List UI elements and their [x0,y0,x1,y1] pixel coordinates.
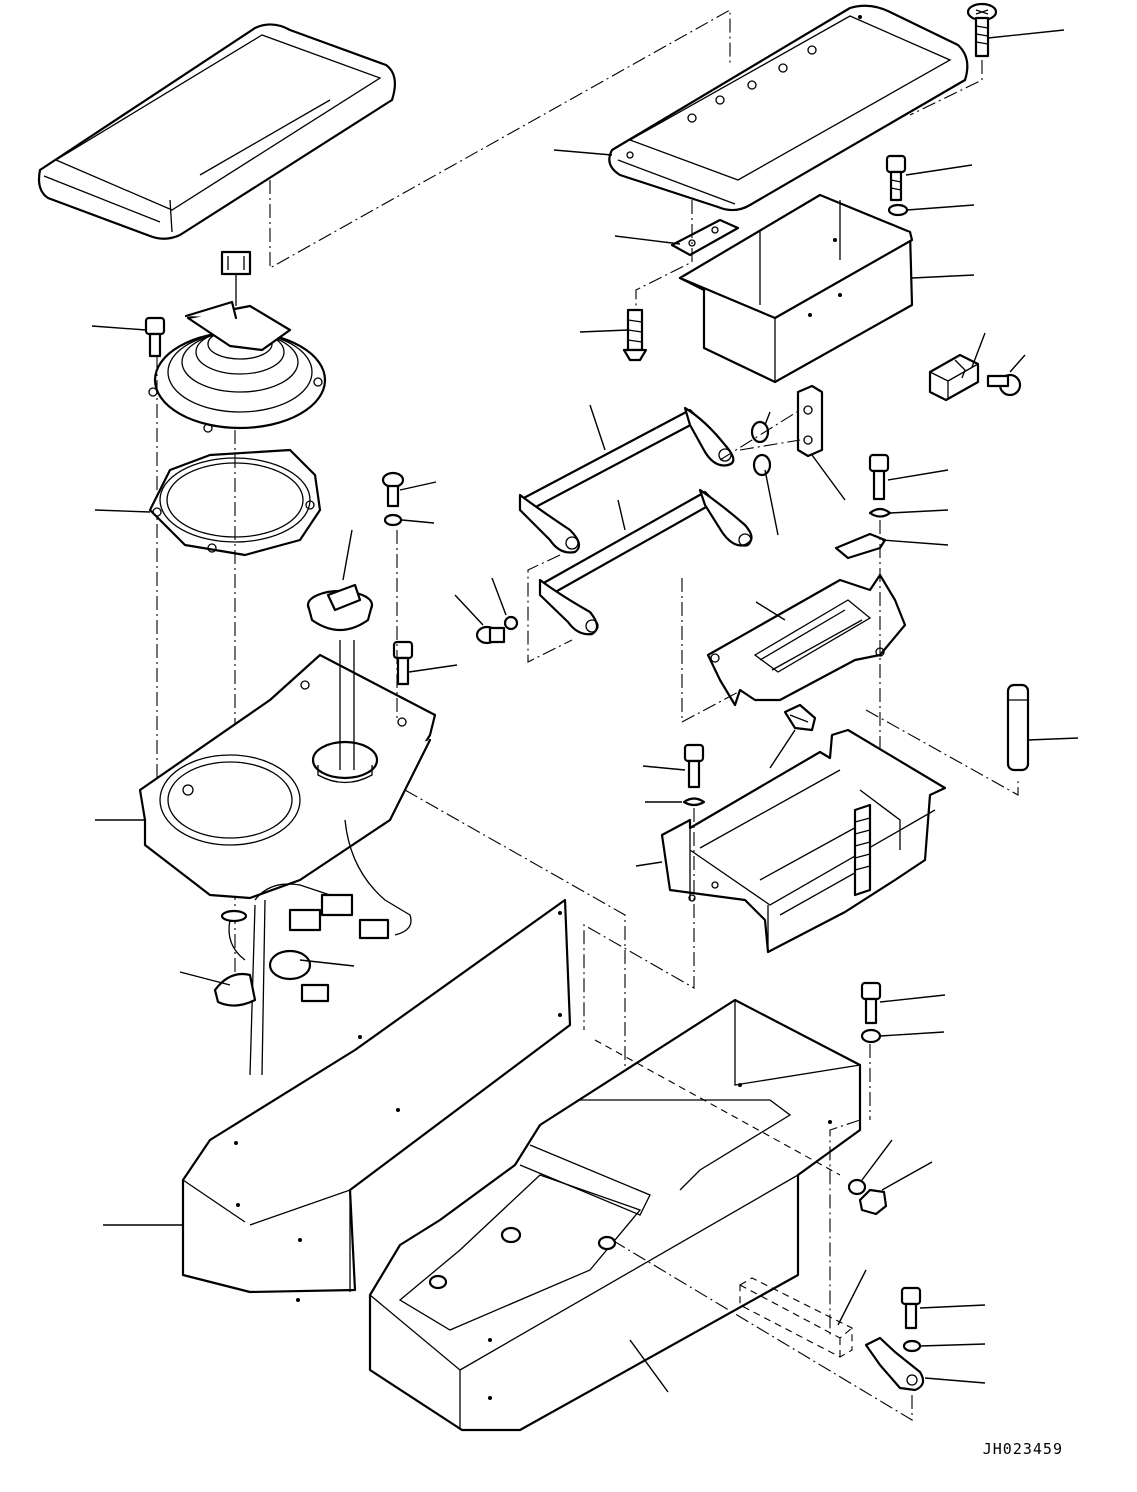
housing-bolt [860,981,882,1025]
relay-screw [986,373,1022,397]
boot-connector [220,250,252,306]
cross-head-screw [966,2,998,58]
base-screw [381,471,405,508]
flat-head-screw [622,308,648,362]
drawing-id-label: JH023459 [982,1440,1063,1458]
storage-tray [678,193,914,384]
lower-box [660,728,947,954]
spring-washer [868,507,892,518]
clip-bolt [900,1286,922,1330]
box-washer [682,797,706,807]
linkage-arm-lower [538,488,753,636]
mounting-plate [670,218,740,257]
left-armrest-cushion [37,23,397,240]
main-console-housing [368,998,862,1432]
control-base-panel [138,653,437,900]
pivot-block [796,384,824,458]
hex-socket-bolt [885,154,907,202]
grease-fitting [783,703,817,732]
relay [928,353,980,402]
right-armrest-cushion [608,4,969,212]
dial-knob [306,583,374,770]
support-frame [706,573,907,707]
wiring-harness [213,819,412,1076]
clip-bracket [864,1336,925,1392]
nut [858,1188,888,1216]
lock-washer [847,1178,867,1196]
left-side-cover [181,898,572,1302]
housing-washer [860,1028,882,1044]
boot-bolt [144,316,166,358]
rod [1006,683,1030,772]
joystick-boot [148,300,327,433]
collar [503,615,519,631]
base-bolt [392,640,414,686]
pivot-pin [475,625,506,645]
bushing [752,453,772,477]
base-washer [383,513,403,527]
bracket-bolt [868,453,890,501]
washer [887,203,909,217]
clip-washer [902,1339,922,1353]
linkage-arm-upper [518,406,735,554]
box-bolt [683,743,705,789]
small-bracket [834,532,887,560]
spacer-block-phantom [739,1277,853,1358]
